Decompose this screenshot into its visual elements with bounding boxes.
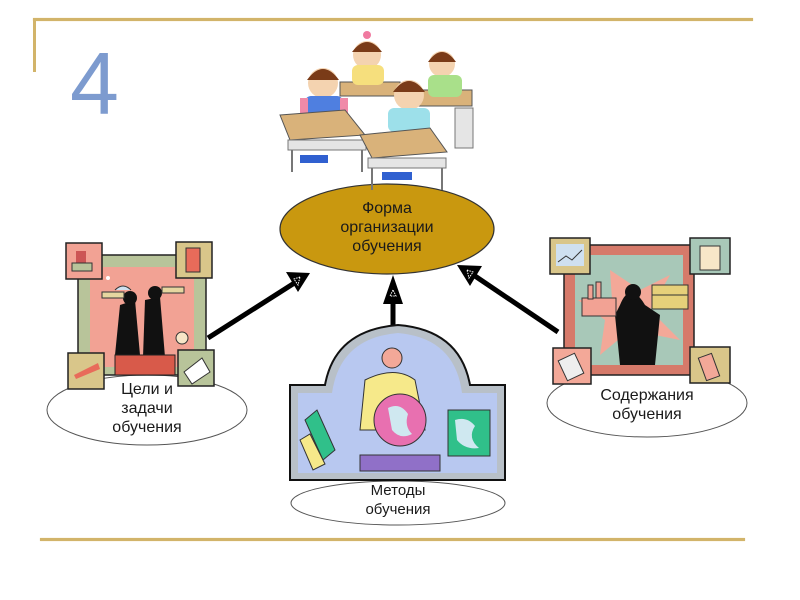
bottom-decor-line [40, 538, 745, 541]
businessman-illustration [549, 237, 731, 385]
content-node-label: Содержания обучения [577, 386, 717, 424]
center-label-line-1: Форма [362, 200, 412, 217]
arrow-goals-to-center [206, 272, 310, 341]
arrow-methods-to-center [383, 275, 403, 330]
goals-label-line-3: обучения [112, 419, 182, 436]
top-decor-line [33, 18, 753, 21]
content-label-line-1: Содержания [600, 387, 694, 404]
slide-number: 4 [70, 34, 119, 133]
center-label-line-3: обучения [352, 238, 422, 255]
methods-label-line-1: Методы [370, 482, 426, 499]
telescope-men-illustration [65, 241, 215, 390]
center-ellipse[interactable] [279, 183, 495, 275]
left-decor-line [33, 18, 36, 72]
center-node-label: Форма организации обучения [297, 199, 477, 256]
goals-label-line-1: Цели и [121, 381, 173, 398]
goals-node-label: Цели и задачи обучения [87, 380, 207, 437]
center-label-line-2: организации [340, 219, 434, 236]
content-label-line-2: обучения [612, 406, 682, 423]
arrow-content-to-center [457, 265, 560, 335]
methods-label-line-2: обучения [365, 501, 431, 518]
goals-label-line-2: задачи [121, 400, 173, 417]
teacher-globe-illustration [289, 323, 506, 481]
methods-node-label: Методы обучения [338, 481, 458, 519]
students-at-desks-illustration [279, 31, 474, 190]
